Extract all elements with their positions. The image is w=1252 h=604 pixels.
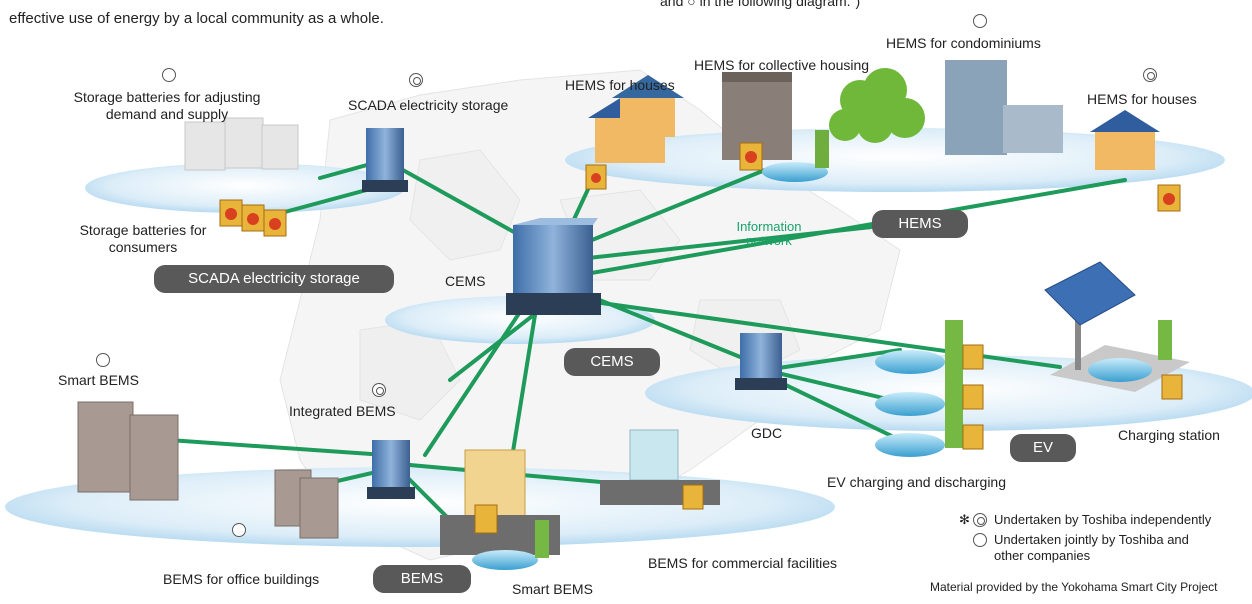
joint-mark	[96, 353, 110, 367]
commercial-buildings	[440, 429, 720, 570]
group-pill-scada: SCADA electricity storage	[154, 265, 394, 293]
header-left-text: effective use of energy by a local commu…	[9, 10, 384, 27]
joint-mark	[232, 523, 246, 537]
legend-joint-text: Undertaken jointly by Toshiba and other …	[994, 532, 1189, 563]
legend-joint: Undertaken jointly by Toshiba and other …	[962, 532, 1247, 564]
legend-independent-text: Undertaken by Toshiba independently	[994, 512, 1212, 527]
label-ev-charging: EV charging and discharging	[827, 474, 1007, 490]
label-scada-storage: SCADA electricity storage	[348, 97, 509, 113]
label-hems-houses-left: HEMS for houses	[565, 77, 675, 93]
source-credit: Material provided by the Yokohama Smart …	[930, 580, 1218, 594]
scada-server	[362, 128, 408, 192]
label-storage-consumers: Storage batteries for consumers	[79, 222, 207, 255]
smart-bems-buildings	[77, 401, 339, 539]
group-pill-cems: CEMS	[564, 348, 660, 376]
adjusting-batteries	[184, 117, 299, 171]
legend-independent: ✻ Undertaken by Toshiba independently	[959, 512, 1247, 528]
label-hems-houses-right: HEMS for houses	[1087, 91, 1197, 107]
hems-houses-left	[585, 75, 684, 190]
label-cems: CEMS	[445, 273, 486, 289]
label-bems-commercial: BEMS for commercial facilities	[648, 555, 838, 571]
label-gdc: GDC	[751, 425, 783, 441]
consumer-batteries	[219, 199, 287, 237]
charging-station	[1044, 261, 1190, 400]
legend-asterisk: ✻	[959, 512, 970, 527]
label-smart-bems-bottom: Smart BEMS	[512, 581, 593, 597]
condominium-building	[945, 60, 1063, 155]
ev-cars	[875, 320, 984, 457]
label-integrated-bems: Integrated BEMS	[289, 403, 396, 419]
tree-cluster	[829, 68, 925, 143]
label-charging-station: Charging station	[1118, 427, 1220, 443]
label-hems-condo: HEMS for condominiums	[886, 35, 1041, 51]
group-pill-hems: HEMS	[872, 210, 968, 238]
group-pill-bems: BEMS	[373, 565, 471, 593]
independent-legend-icon	[973, 513, 987, 527]
hems-ev-car	[762, 130, 829, 182]
collective-housing-building	[722, 72, 792, 171]
label-smart-bems-left: Smart BEMS	[58, 372, 139, 388]
gdc-server	[735, 333, 787, 390]
label-info-network: Information network	[736, 219, 802, 248]
cems-server	[506, 218, 601, 315]
independent-mark	[1143, 68, 1157, 82]
hems-houses-right	[1090, 110, 1181, 212]
label-storage-adjust: Storage batteries for adjusting demand a…	[73, 89, 261, 122]
label-hems-collective: HEMS for collective housing	[694, 57, 870, 73]
joint-mark	[162, 68, 176, 82]
independent-mark	[372, 383, 386, 397]
integrated-bems-server	[367, 440, 415, 499]
joint-mark	[973, 14, 987, 28]
header-right-text: and ○ in the following diagram.")	[660, 0, 861, 9]
independent-mark	[409, 73, 423, 87]
group-pill-ev: EV	[1010, 434, 1076, 462]
label-bems-office: BEMS for office buildings	[163, 571, 320, 587]
joint-legend-icon	[973, 533, 987, 547]
legend: ✻ Undertaken by Toshiba independently Un…	[959, 512, 1247, 564]
